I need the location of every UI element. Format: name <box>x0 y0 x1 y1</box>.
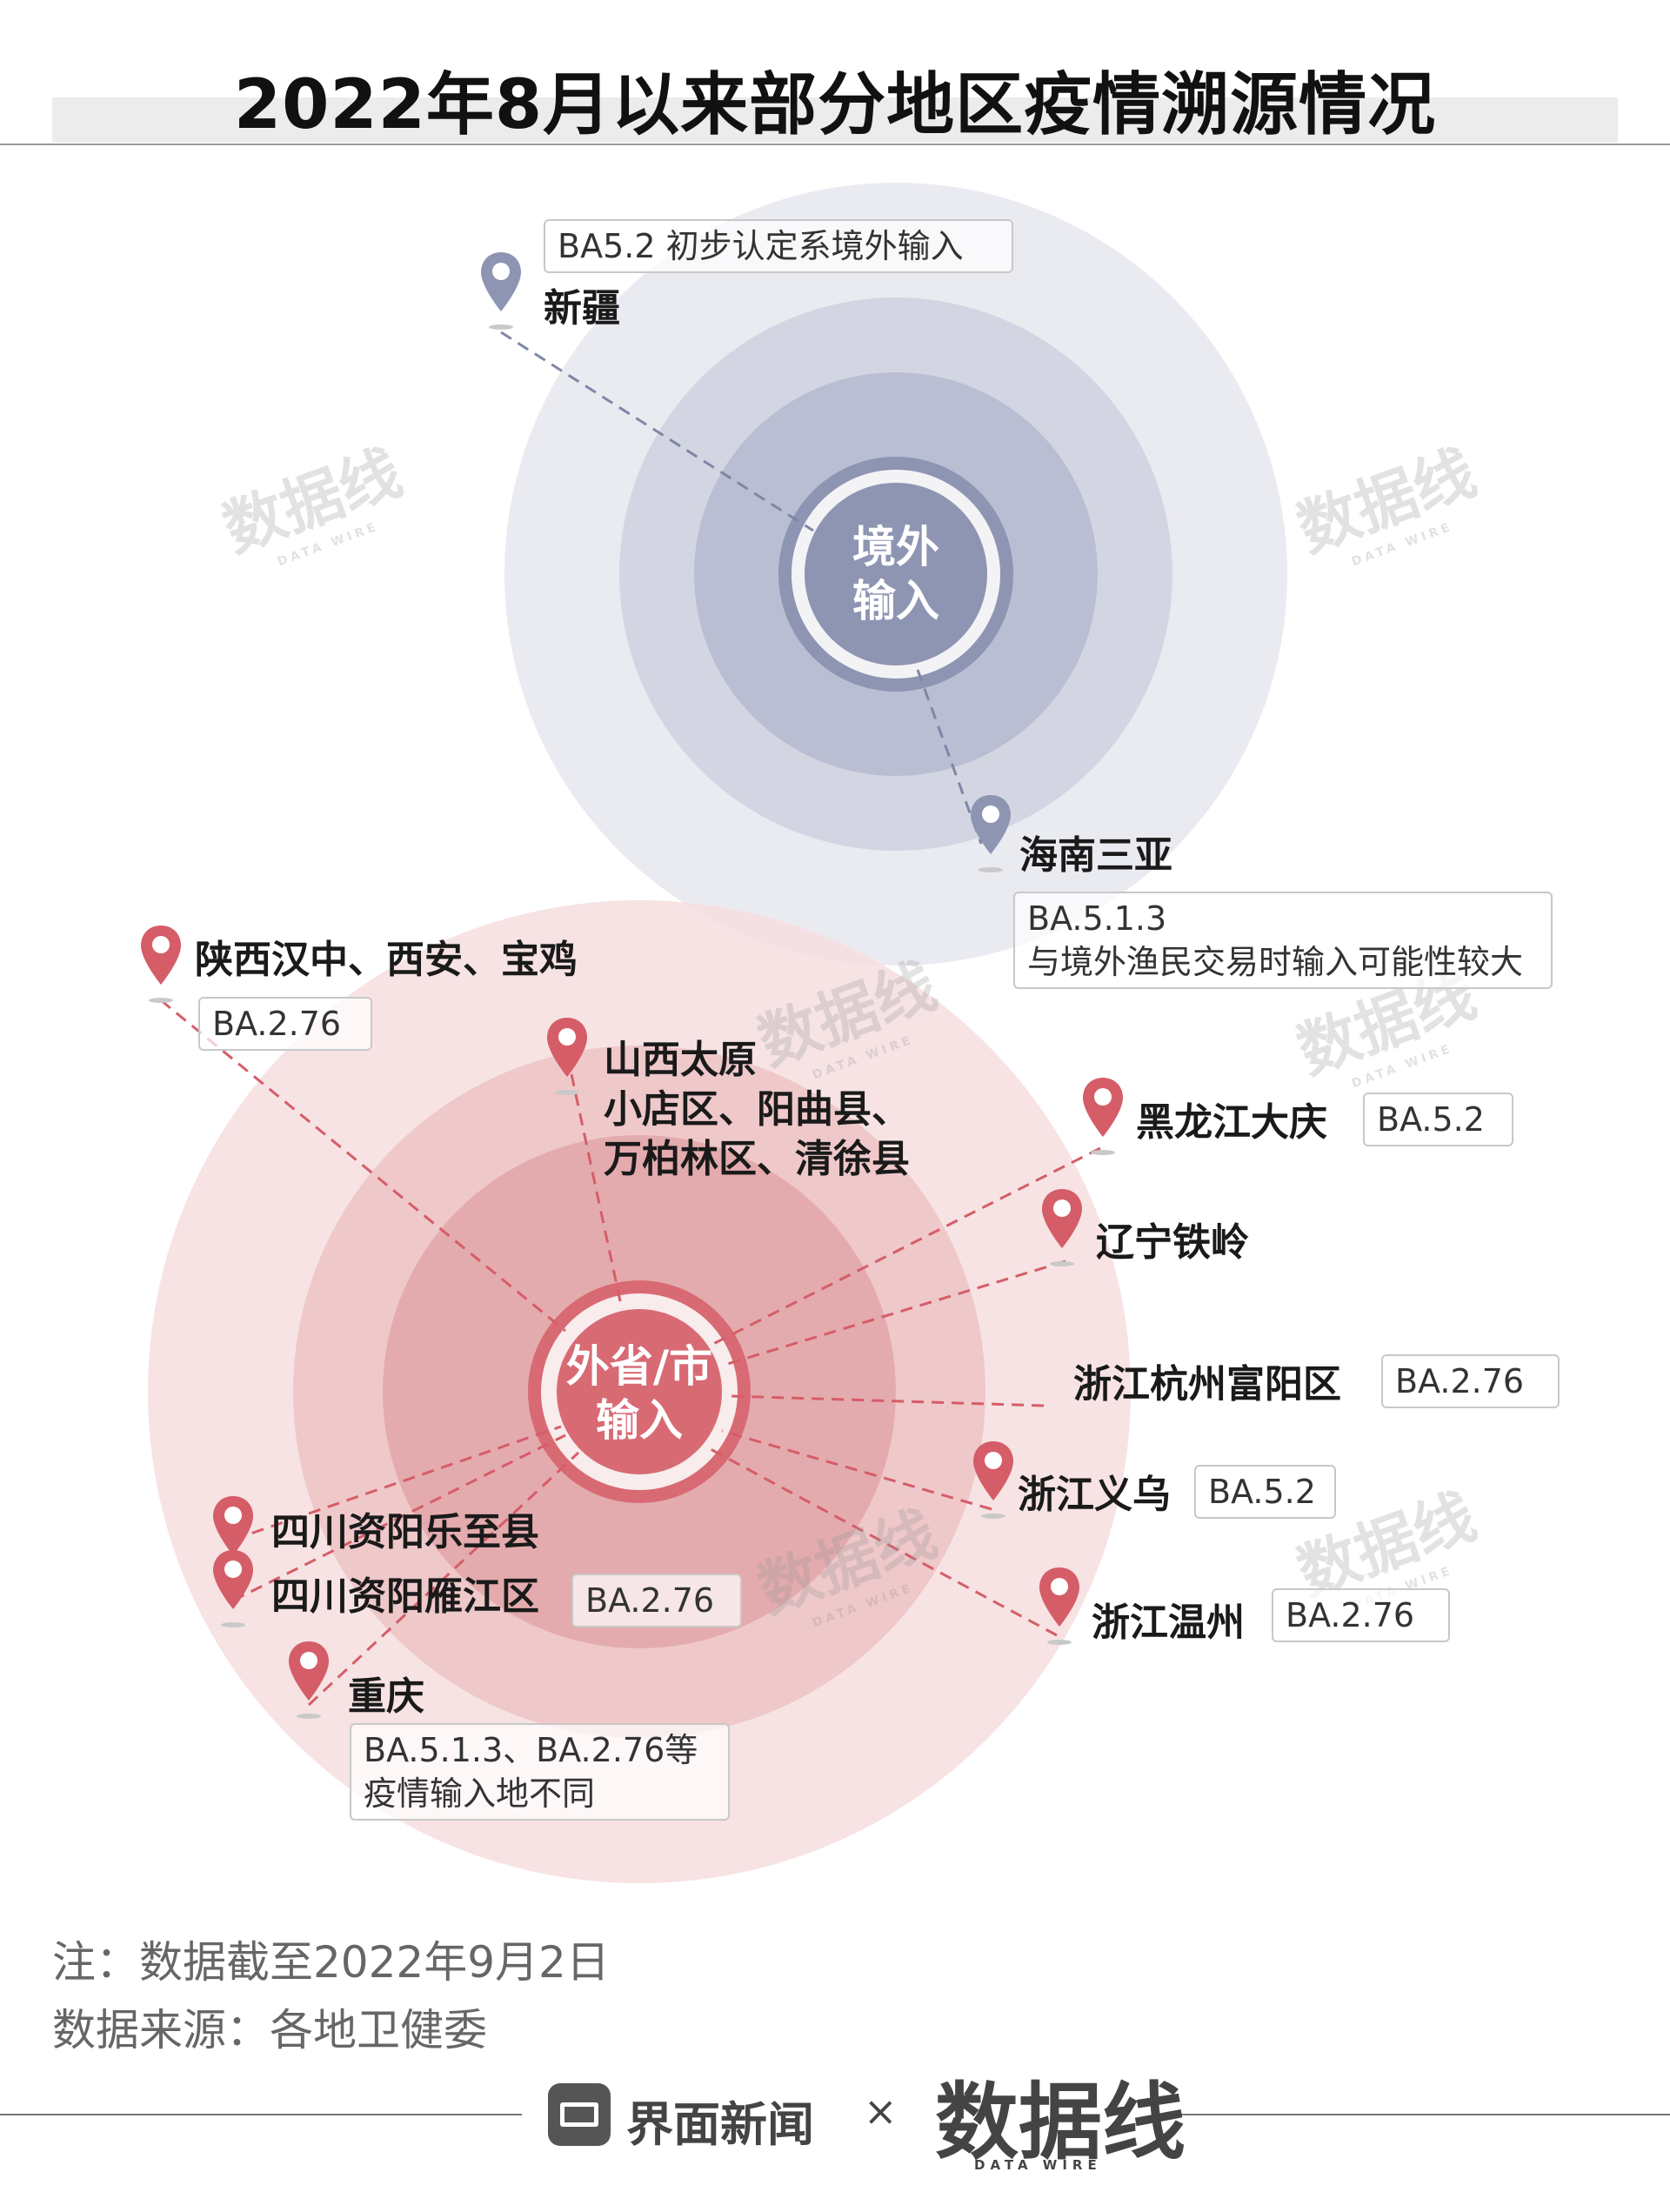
variant-tag-zhejiang-yiwu: BA.5.2 <box>1194 1465 1336 1519</box>
variant-tag-sichuan-yanjiang: BA.2.76 <box>571 1574 742 1627</box>
variant-tag-chongqing: BA.5.1.3、BA.2.76等 疫情输入地不同 <box>350 1723 730 1821</box>
map-pin-icon <box>1083 1078 1123 1155</box>
map-pin-icon <box>213 1550 253 1627</box>
domestic-rings <box>148 900 1131 1883</box>
place-shaanxi: 陕西汉中、西安、宝鸡 <box>195 938 578 982</box>
domestic-links <box>160 999 1101 1707</box>
link-xinjiang <box>500 331 814 532</box>
map-pin-icon <box>547 1018 587 1095</box>
page-title: 2022年8月以来部分地区疫情溯源情况 <box>233 66 1437 144</box>
map-pin-icon <box>141 926 181 1003</box>
datawire-brand: 数据线 <box>935 2074 1186 2171</box>
link-hainan <box>916 669 983 845</box>
place-heilongjiang-daqing: 黑龙江大庆 <box>1136 1100 1327 1145</box>
link-wenzhou <box>708 1447 1058 1637</box>
place-zhejiang-yiwu: 浙江义乌 <box>1018 1473 1171 1517</box>
variant-tag-shaanxi: BA.2.76 <box>198 997 372 1051</box>
map-pin-icon <box>973 1441 1013 1519</box>
jiemian-logo-icon <box>548 2083 611 2146</box>
link-yiwu <box>721 1429 992 1511</box>
datawire-subtitle: DATA WIRE <box>974 2157 1102 2173</box>
place-zhejiang-wenzhou: 浙江温州 <box>1092 1601 1245 1645</box>
place-liaoning-tieling: 辽宁铁岭 <box>1096 1220 1249 1265</box>
data-note: 注：数据截至2022年9月2日 <box>52 1937 610 1988</box>
map-pin-icon <box>971 795 1011 872</box>
variant-tag-xinjiang: BA5.2 初步认定系境外输入 <box>544 219 1013 273</box>
variant-tag-zhejiang-wenzhou: BA.2.76 <box>1272 1588 1450 1642</box>
link-lezhi <box>232 1425 562 1541</box>
data-source: 数据来源：各地卫健委 <box>52 2005 487 2055</box>
link-heilongjiang <box>712 1146 1101 1346</box>
title-band <box>52 97 1618 143</box>
link-shanxi <box>570 1073 624 1310</box>
map-pin-icon <box>289 1641 329 1719</box>
footer-rule-right <box>1152 2114 1670 2115</box>
variant-tag-hainan-sanya: BA.5.1.3 与境外渔民交易时输入可能性较大 <box>1013 892 1553 989</box>
variant-tag-zhejiang-hangzhou: BA.2.76 <box>1381 1354 1560 1408</box>
place-hainan-sanya: 海南三亚 <box>1019 833 1172 878</box>
place-chongqing: 重庆 <box>348 1674 424 1719</box>
variant-tag-heilongjiang: BA.5.2 <box>1363 1093 1513 1146</box>
link-hangzhou <box>730 1394 1045 1407</box>
link-chongqing <box>307 1451 580 1707</box>
domestic-import-hub: 外省/市 输入 <box>565 1341 713 1446</box>
brand-separator: × <box>864 2088 898 2135</box>
foreign-hub <box>805 483 987 665</box>
place-sichuan-ziyang-lezhi: 四川资阳乐至县 <box>271 1510 539 1554</box>
domestic-hub <box>557 1309 722 1474</box>
place-zhejiang-hangzhou-fuyang: 浙江杭州富阳区 <box>1073 1362 1341 1407</box>
link-shaanxi <box>160 999 566 1333</box>
place-sichuan-ziyang-yanjiang: 四川资阳雁江区 <box>271 1574 539 1619</box>
map-pin-icon <box>1042 1189 1082 1266</box>
place-shanxi-taiyuan: 山西太原 小店区、阳曲县、 万柏林区、清徐县 <box>604 1038 910 1181</box>
foreign-links <box>500 331 983 845</box>
map-pin-icon <box>481 252 521 330</box>
map-pin-icon <box>213 1496 253 1574</box>
place-xinjiang: 新疆 <box>544 286 620 331</box>
footer-rule-left <box>0 2114 522 2115</box>
link-yanjiang <box>232 1433 566 1602</box>
foreign-import-hub: 境外 输入 <box>852 522 939 626</box>
map-pin-icon <box>1039 1567 1079 1645</box>
jiemian-brand: 界面新闻 <box>626 2097 814 2152</box>
foreign-rings <box>504 183 1287 966</box>
title-rule <box>0 144 1670 145</box>
